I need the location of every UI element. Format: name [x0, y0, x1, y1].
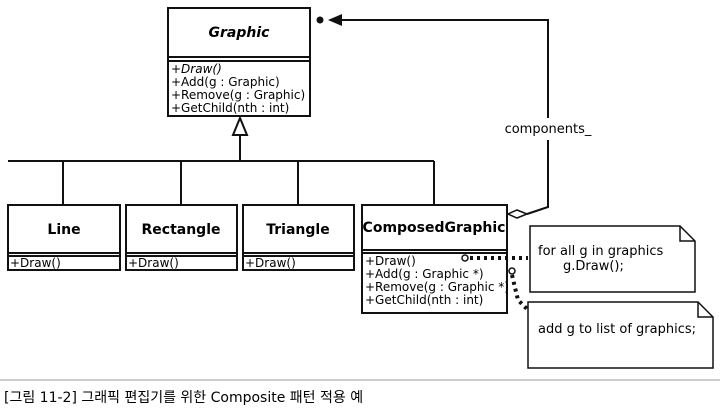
- class-name-line: Line: [47, 222, 80, 238]
- note-text: for all g in graphics: [538, 244, 664, 259]
- operation: +Draw(): [245, 256, 296, 270]
- class-name-composed-graphic: ComposedGraphic: [363, 220, 506, 236]
- class-rectangle: Rectangle +Draw(): [125, 204, 238, 271]
- class-name-graphic: Graphic: [209, 25, 271, 41]
- note-text: g.Draw();: [563, 259, 624, 274]
- figure-caption: [그림 11-2] 그래픽 편집기를 위한 Composite 패턴 적용 예: [4, 390, 363, 406]
- operation: +Add(g : Graphic): [171, 75, 280, 89]
- note-draw: for all g in graphics g.Draw();: [461, 225, 696, 293]
- class-name-rectangle: Rectangle: [142, 222, 221, 238]
- operation: +Draw(): [128, 256, 179, 270]
- class-name-triangle: Triangle: [266, 222, 329, 238]
- note-text: add g to list of graphics;: [538, 322, 696, 337]
- aggregation-diamond: [506, 209, 530, 219]
- multiplicity-dot: [316, 16, 324, 24]
- operation: +Remove(g : Graphic): [171, 88, 305, 102]
- operation: +GetChild(nth : int): [171, 101, 289, 115]
- navigation-arrowhead: [328, 14, 342, 26]
- operation: +Add(g : Graphic *): [365, 267, 484, 281]
- inheritance-connector: [8, 115, 435, 205]
- operation: +GetChild(nth : int): [365, 293, 483, 307]
- class-triangle: Triangle +Draw(): [242, 204, 355, 271]
- operation: +Draw(): [171, 62, 222, 76]
- operation: +Draw(): [365, 254, 416, 268]
- operation: +Remove(g : Graphic *): [365, 280, 509, 294]
- aggregation-association: components_: [316, 14, 595, 219]
- class-graphic: Graphic +Draw() +Add(g : Graphic) +Remov…: [167, 7, 311, 117]
- operation: +Draw(): [10, 256, 61, 270]
- class-composed-graphic: ComposedGraphic +Draw() +Add(g : Graphic…: [361, 204, 509, 314]
- association-role-label: components_: [505, 122, 592, 137]
- inheritance-arrow: [231, 115, 249, 136]
- class-line: Line +Draw(): [7, 204, 121, 271]
- note-add: add g to list of graphics;: [508, 267, 714, 369]
